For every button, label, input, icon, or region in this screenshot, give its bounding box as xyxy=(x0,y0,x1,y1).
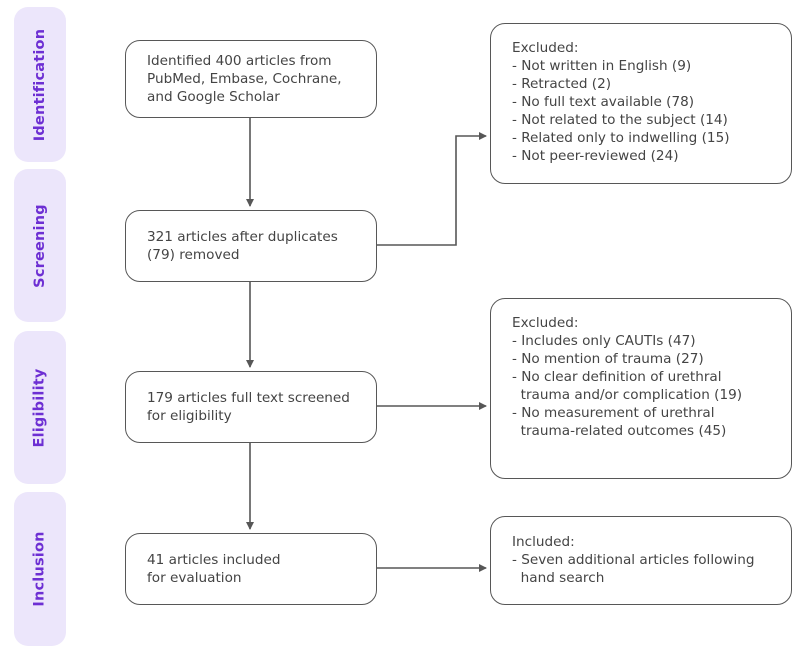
excluded-eligibility-line: trauma and/or complication (19) xyxy=(512,387,743,403)
phase-eligibility: Eligibility xyxy=(14,331,66,484)
identification-box: Identified 400 articles from PubMed, Emb… xyxy=(125,40,377,118)
inclusion-box: 41 articles included for evaluation xyxy=(125,533,377,605)
eligibility-box: 179 articles full text screened for elig… xyxy=(125,371,377,443)
eligibility-line: 179 articles full text screened xyxy=(147,390,350,406)
arrow-screening-to-excluded xyxy=(377,132,487,246)
excluded-screening-line: Excluded: xyxy=(512,40,579,56)
excluded-screening-box: Excluded: - Not written in English (9) -… xyxy=(490,23,792,184)
excluded-screening-line: - Not peer-reviewed (24) xyxy=(512,148,679,164)
excluded-eligibility-line: Excluded: xyxy=(512,315,579,331)
identification-line: Identified 400 articles from xyxy=(147,53,332,69)
screening-box: 321 articles after duplicates (79) remov… xyxy=(125,210,377,282)
excluded-screening-line: - Not written in English (9) xyxy=(512,58,692,74)
excluded-eligibility-line: - Includes only CAUTIs (47) xyxy=(512,333,696,349)
excluded-eligibility-line: - No measurement of urethral xyxy=(512,405,715,421)
excluded-eligibility-box: Excluded: - Includes only CAUTIs (47) - … xyxy=(490,298,792,479)
identification-line: PubMed, Embase, Cochrane, xyxy=(147,71,342,87)
excluded-eligibility-line: trauma-related outcomes (45) xyxy=(512,423,727,439)
eligibility-line: for eligibility xyxy=(147,408,232,424)
excluded-eligibility-line: - No clear definition of urethral xyxy=(512,369,722,385)
identification-line: and Google Scholar xyxy=(147,89,280,105)
phase-screening: Screening xyxy=(14,169,66,322)
included-line: - Seven additional articles following xyxy=(512,552,755,568)
screening-line: 321 articles after duplicates xyxy=(147,229,338,245)
screening-line: (79) removed xyxy=(147,247,240,263)
inclusion-line: for evaluation xyxy=(147,570,242,586)
included-line: hand search xyxy=(512,570,605,586)
excluded-screening-line: - No full text available (78) xyxy=(512,94,695,110)
phase-inclusion: Inclusion xyxy=(14,492,66,646)
included-box: Included: - Seven additional articles fo… xyxy=(490,516,792,605)
phase-identification: Identification xyxy=(14,7,66,162)
inclusion-line: 41 articles included xyxy=(147,552,281,568)
excluded-screening-line: - Not related to the subject (14) xyxy=(512,112,728,128)
excluded-screening-line: - Retracted (2) xyxy=(512,76,612,92)
included-line: Included: xyxy=(512,534,575,550)
excluded-eligibility-line: - No mention of trauma (27) xyxy=(512,351,704,367)
excluded-screening-line: - Related only to indwelling (15) xyxy=(512,130,730,146)
